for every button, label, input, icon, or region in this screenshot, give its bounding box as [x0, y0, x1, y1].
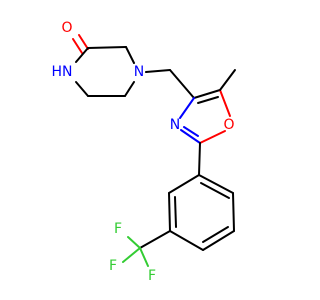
bond-n-ch2-linker	[145, 69, 171, 73]
bond-oxazole-phenyl	[198, 142, 201, 176]
phenyl-bond-1-inner	[200, 182, 230, 199]
fluorine-label-3: F	[148, 268, 156, 284]
bond-nh-co	[75, 47, 89, 63]
fluorine-label-2: F	[109, 258, 117, 274]
oxazole-nitrogen-label: N	[170, 117, 180, 133]
phenyl-bond-6	[168, 174, 200, 194]
bond-c5-o	[219, 89, 231, 117]
bond-ch2-nh	[75, 81, 89, 97]
bond-c4-c5	[193, 89, 221, 99]
bond-linker-oxazole	[169, 69, 195, 99]
phenyl-ring	[168, 142, 235, 251]
carbonyl-oxygen-label: O	[61, 20, 72, 36]
phenyl-bond-2	[232, 192, 235, 232]
bond-c2-n	[180, 129, 201, 144]
bond-ch2-n	[125, 46, 135, 64]
fluorine-label-1: F	[114, 221, 122, 237]
bond-c-f-left	[122, 247, 141, 263]
carbonyl-double-bond-a	[78, 34, 89, 50]
bond-o-c2	[199, 130, 226, 144]
phenyl-bond-3	[202, 230, 235, 251]
phenyl-bond-1	[198, 174, 234, 194]
bond-c-f-upper	[127, 236, 141, 249]
bond-c5-methyl	[219, 69, 236, 91]
amide-nh-label: HN	[52, 64, 73, 80]
molecule-structure-diagram: O HN N N O F F F	[52, 20, 236, 284]
methylene-linker	[145, 69, 195, 99]
phenyl-bond-5-inner	[174, 196, 177, 228]
bond-ring-cf3	[139, 230, 171, 249]
oxazole-oxygen-label: O	[223, 117, 234, 133]
oxazole-ring	[179, 69, 236, 144]
phenyl-bond-3-inner	[202, 226, 229, 243]
trifluoromethyl-group	[122, 230, 171, 267]
piperazine-nitrogen-label: N	[134, 64, 144, 80]
phenyl-bond-5	[168, 192, 171, 232]
bond-c-f-lower	[139, 247, 149, 267]
bond-co-ch2	[87, 46, 127, 49]
bond-n-ch2-lower	[124, 81, 135, 97]
piperazinone-ring	[72, 34, 135, 97]
bond-c4-c5-inner	[197, 96, 219, 104]
carbonyl-double-bond-b	[72, 38, 83, 54]
bond-n-c4	[179, 97, 195, 119]
phenyl-bond-4	[169, 230, 204, 251]
bond-c2-n-inner	[183, 126, 199, 137]
